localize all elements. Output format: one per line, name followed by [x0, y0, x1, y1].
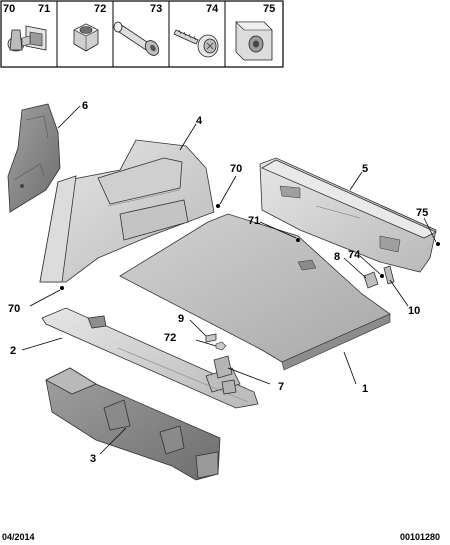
rivet-icon	[113, 21, 160, 56]
clip-nut-icon	[235, 21, 273, 61]
part-9-washer	[205, 333, 217, 343]
footer-date: 04/2014	[2, 532, 35, 542]
legend-label-72: 72	[94, 3, 106, 15]
footer-code: 00101280	[400, 532, 440, 542]
part-1-floor-mat	[119, 213, 391, 371]
callout-72: 72	[164, 332, 176, 344]
legend-label-70: 70	[3, 3, 15, 15]
legend-label-75: 75	[263, 3, 275, 15]
callout-70-left: 70	[8, 303, 20, 315]
part-8-hook	[363, 271, 379, 289]
callout-10: 10	[408, 305, 420, 317]
legend-label-73: 73	[150, 3, 162, 15]
part-72-nut	[215, 341, 227, 351]
part-3-lower-structure	[45, 367, 221, 481]
leader-lines	[21, 105, 437, 455]
callout-3: 3	[90, 453, 96, 465]
part-7-bracket	[213, 355, 237, 395]
callout-2: 2	[10, 345, 16, 357]
callout-71: 71	[248, 215, 260, 227]
callout-4: 4	[196, 115, 203, 127]
callout-6: 6	[82, 100, 88, 112]
callout-1: 1	[362, 383, 368, 395]
callout-74: 74	[348, 249, 361, 261]
callout-5: 5	[362, 163, 368, 175]
part-4-side-trim	[39, 139, 215, 283]
callout-8: 8	[334, 251, 340, 263]
legend-label-74: 74	[206, 3, 219, 15]
callout-labels: 6 4 70 5 75 71 8 74 10 70 9 72 2 1 7 3	[8, 100, 428, 465]
screw-icon	[173, 29, 219, 58]
callout-75: 75	[416, 207, 428, 219]
fastener-legend: 70 71 72 73 74 75	[0, 0, 284, 68]
fastener-dots	[60, 204, 440, 290]
hex-nut-icon	[73, 23, 99, 52]
callout-9: 9	[178, 313, 184, 325]
push-clip-icon	[7, 25, 47, 52]
part-5-rear-panel	[259, 157, 437, 273]
legend-label-71: 71	[38, 3, 50, 15]
part-10-hook	[383, 265, 395, 285]
part-6-bracket	[7, 103, 61, 213]
callout-7: 7	[278, 381, 284, 393]
callout-70-top: 70	[230, 163, 242, 175]
